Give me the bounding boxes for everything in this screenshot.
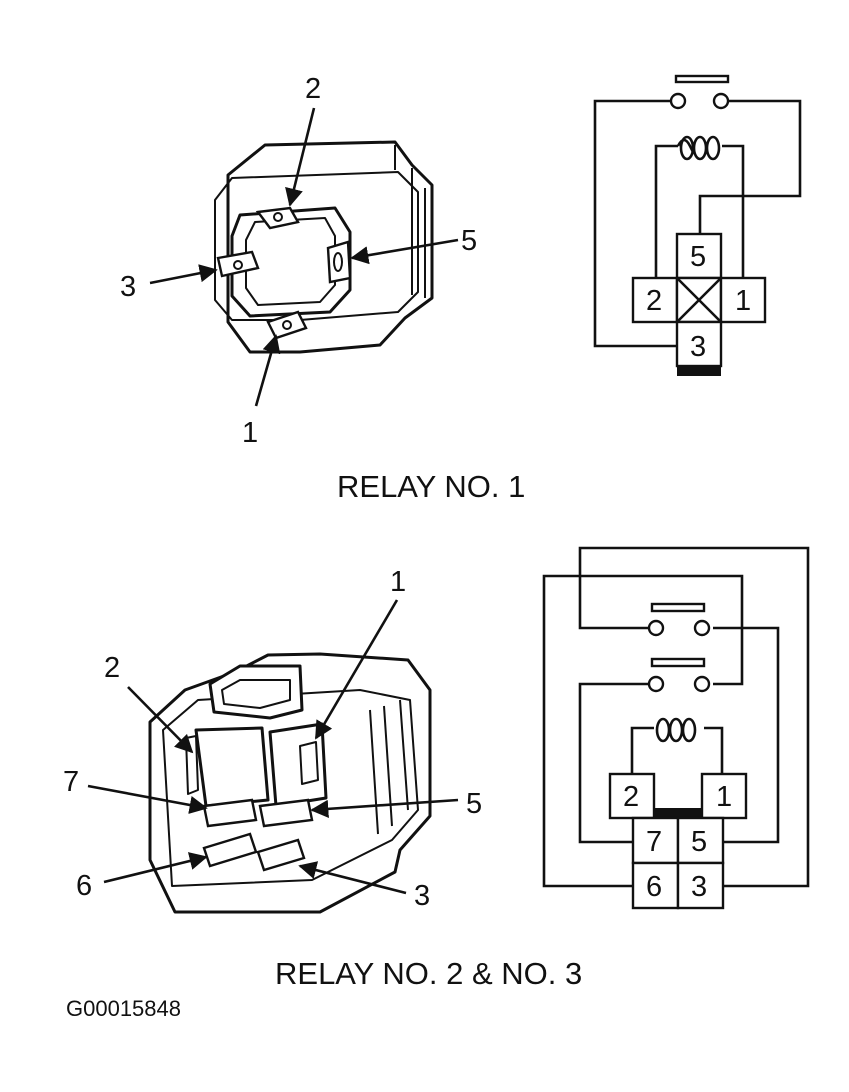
relay23-schematic-pin-1: 1: [716, 781, 732, 813]
relay1-pin-1-label: 1: [242, 417, 258, 449]
relay1-pin-5-label: 5: [461, 225, 477, 257]
relay23-pin-2-label: 2: [104, 652, 120, 684]
relay1-schematic-pin-3: 3: [690, 331, 706, 363]
relay1-schematic-pin-5: 5: [690, 241, 706, 273]
relay23-drawing: [148, 652, 432, 914]
relay23-pin-7-label: 7: [63, 766, 79, 798]
relay23-pin-1-label: 1: [390, 566, 406, 598]
relay23-schematic-pin-2: 2: [623, 781, 639, 813]
figure-code: G00015848: [66, 996, 181, 1021]
relay23-caption: RELAY NO. 2 & NO. 3: [275, 956, 582, 991]
relay23-schematic-pin-3: 3: [691, 871, 707, 903]
relay23-schematic: [542, 546, 810, 910]
relay23-pin-6-label: 6: [76, 870, 92, 902]
relay23-pin-3-label: 3: [414, 880, 430, 912]
relay1-pin-3-label: 3: [120, 271, 136, 303]
relay1-pin-2-label: 2: [305, 73, 321, 105]
relay1-schematic: [593, 74, 802, 376]
relay1-schematic-pin-1: 1: [735, 285, 751, 317]
relay1-drawing: [214, 140, 434, 354]
relay1-caption: RELAY NO. 1: [337, 469, 525, 504]
relay23-pin-5-label: 5: [466, 788, 482, 820]
relay23-schematic-pin-7: 7: [646, 826, 662, 858]
relay1-schematic-pin-2: 2: [646, 285, 662, 317]
relay23-schematic-pin-6: 6: [646, 871, 662, 903]
relay23-schematic-pin-5: 5: [691, 826, 707, 858]
